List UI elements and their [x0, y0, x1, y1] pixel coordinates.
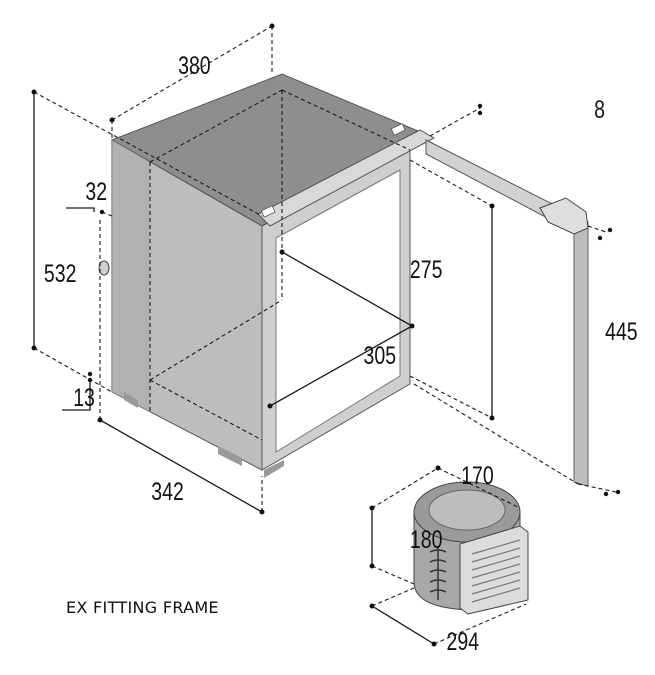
- dim-532-label: 532: [44, 260, 77, 288]
- dim-180-label: 180: [410, 526, 443, 554]
- cabinet-foot: [218, 446, 242, 466]
- dim-170-label: 170: [461, 462, 494, 490]
- rear-connector-icon: [98, 260, 110, 276]
- cabinet-foot: [264, 460, 284, 478]
- dim-13-label: 13: [73, 384, 95, 412]
- dimension-lines: [31, 23, 621, 647]
- fridge-door: [413, 139, 589, 487]
- cabinet-foot: [124, 392, 138, 408]
- dim-275-label: 275: [410, 256, 443, 284]
- dimension-labels: 380 532 342 32 13 8 19 42 275 305 445 17…: [44, 52, 638, 656]
- dim-445-label: 445: [605, 318, 638, 346]
- hidden-edges: [149, 89, 411, 441]
- dim-294-label: 294: [447, 628, 480, 656]
- dim-8-label: 8: [594, 96, 605, 124]
- dim-305-label: 305: [364, 342, 397, 370]
- fridge-cabinet: [98, 73, 436, 478]
- dim-380-label: 380: [178, 52, 211, 80]
- door-handle-icon: [539, 197, 589, 235]
- top-hinge-rail: [257, 129, 436, 227]
- condenser-coil-icon: [429, 546, 447, 600]
- door-panel: [425, 139, 589, 487]
- dim-32-label: 32: [85, 178, 107, 206]
- dim-342-label: 342: [151, 478, 184, 506]
- front-opening: [275, 169, 401, 453]
- cooling-unit: [413, 481, 529, 615]
- caption-ex-fitting-frame: EX FITTING FRAME: [66, 598, 219, 617]
